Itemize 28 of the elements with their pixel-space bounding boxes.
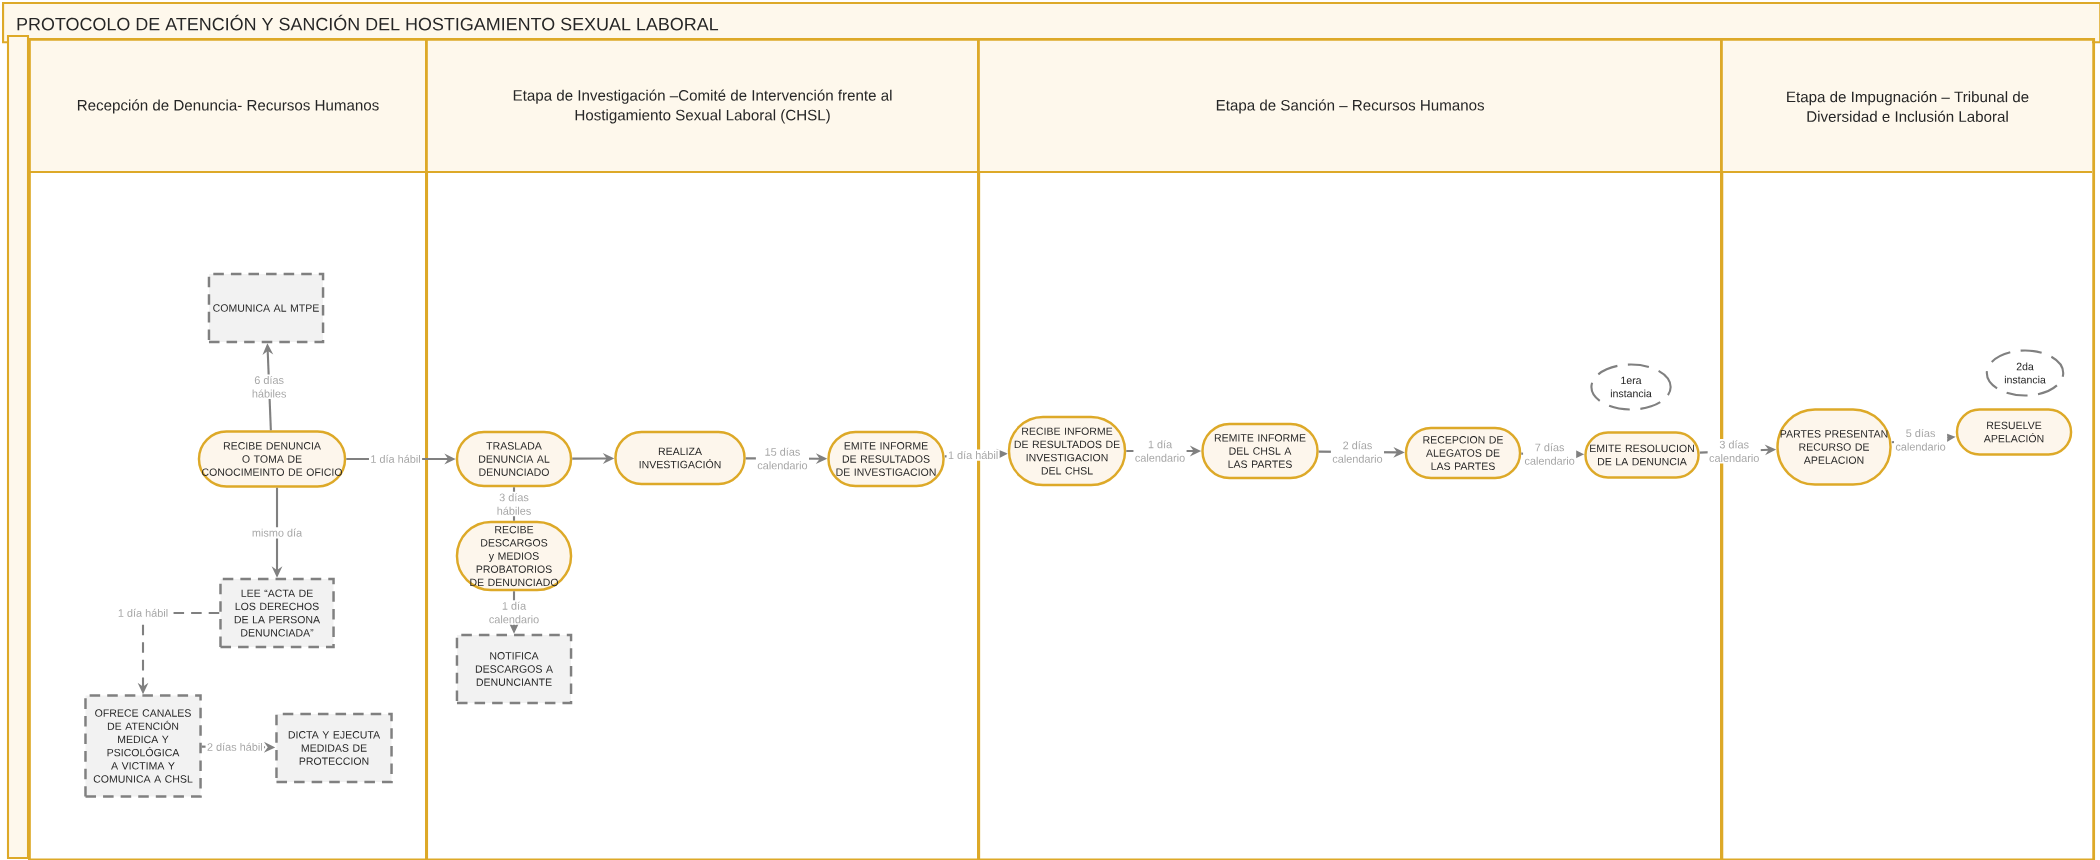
edge-label: 1 día calendario: [1133, 438, 1187, 464]
dashed-process-box: DICTA Y EJECUTA MEDIDAS DE PROTECCION: [275, 712, 393, 784]
edge-label: 3 días calendario: [1707, 438, 1761, 464]
rounded-process-box: EMITE INFORME DE RESULTADOS DE INVESTIGACION: [827, 430, 945, 488]
rounded-process-box: RECIBE INFORME DE RESULTADOS DE INVESTIGACION DEL CHSL: [1007, 415, 1127, 487]
dashed-process-box: COMUNICA AL MTPE: [207, 272, 325, 344]
title-bar: PROTOCOLO DE ATENCIÓN Y SANCIÓN DEL HOSTIGAMIENTO SEXUAL LABORAL: [2, 2, 2100, 44]
edge-label: 7 días calendario: [1523, 441, 1577, 467]
edge-label: 6 días hábiles: [250, 374, 288, 399]
edge-label: 1 día hábil: [116, 607, 170, 619]
rounded-process-box: RESUELVE APELACIÓN: [1955, 408, 2073, 456]
edge-label: 1 día hábil: [946, 449, 1000, 461]
rounded-process-box: REMITE INFORME DEL CHSL A LAS PARTES: [1201, 422, 1319, 480]
rounded-process-box: REALIZA INVESTIGACIÓN: [614, 430, 746, 486]
edge-label: mismo día: [250, 527, 304, 539]
dashed-process-box: NOTIFICA DESCARGOS A DENUNCIANTE: [455, 633, 573, 705]
edge-label: 1 día calendario: [487, 600, 541, 625]
edge-label: 5 días calendario: [1894, 427, 1948, 453]
dashed-process-box: OFRECE CANALES DE ATENCIÓN MEDICA Y PSICOLÓGICA A VICTIMA Y COMUNICA A CHSL: [84, 694, 202, 798]
edge-label: 2 días hábil: [205, 741, 265, 753]
edge-label: 2 días calendario: [1330, 439, 1384, 465]
dashed-process-box: LEE “ACTA DE LOS DERECHOS DE LA PERSONA DENUNCIADA”: [219, 577, 335, 649]
edge-label: 15 días calendario: [755, 446, 809, 471]
rounded-process-box: RECIBE DESCARGOS y MEDIOS PROBATORIOS DE DENUNCIADO: [455, 520, 573, 592]
rounded-process-box: TRASLADA DENUNCIA AL DENUNCIADO: [455, 430, 573, 488]
rounded-process-box: EMITE RESOLUCION DE LA DENUNCIA: [1584, 431, 1700, 479]
edge-label: 1 día hábil: [369, 453, 423, 465]
rounded-process-box: RECEPCION DE ALEGATOS DE LAS PARTES: [1404, 426, 1522, 480]
